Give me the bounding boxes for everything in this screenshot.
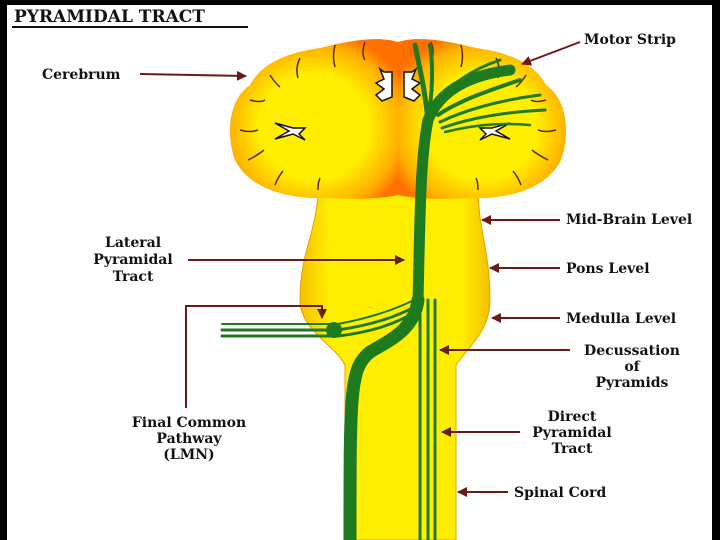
label-decussation-line2: of xyxy=(624,359,640,375)
leader-arrows xyxy=(139,41,581,497)
label-lateral-line1: Lateral xyxy=(105,235,161,251)
label-motor-strip: Motor Strip xyxy=(584,32,676,48)
label-direct-line3: Tract xyxy=(552,441,593,457)
label-final-line1: Final Common xyxy=(132,415,246,431)
arrow-final-common-pathway xyxy=(185,305,327,408)
label-direct-line1: Direct xyxy=(548,409,597,425)
label-direct-line2: Pyramidal xyxy=(532,425,611,441)
label-final-line2: Pathway xyxy=(156,431,222,447)
lmn-nucleus xyxy=(326,322,342,338)
ventricles xyxy=(274,66,511,141)
label-lateral-line2: Pyramidal xyxy=(93,252,172,268)
brainstem xyxy=(299,187,491,540)
label-lateral-line3: Tract xyxy=(113,269,154,285)
label-cerebrum: Cerebrum xyxy=(42,67,121,83)
diagram-title: PYRAMIDAL TRACT xyxy=(14,7,205,27)
label-decussation-line3: Pyramids xyxy=(596,375,669,391)
pyramidal-tract-fibers xyxy=(220,42,547,540)
label-mid-brain: Mid-Brain Level xyxy=(566,212,692,228)
label-decussation-line1: Decussation xyxy=(584,343,680,359)
arrow-cerebrum xyxy=(139,70,247,81)
gyri-left xyxy=(239,41,366,191)
label-medulla: Medulla Level xyxy=(566,311,676,327)
arrow-motor-strip xyxy=(521,41,581,66)
label-spinal-cord: Spinal Cord xyxy=(514,485,607,501)
cerebrum-hemispheres xyxy=(229,39,567,199)
label-pons: Pons Level xyxy=(566,261,650,277)
label-final-line3: (LMN) xyxy=(163,447,214,463)
